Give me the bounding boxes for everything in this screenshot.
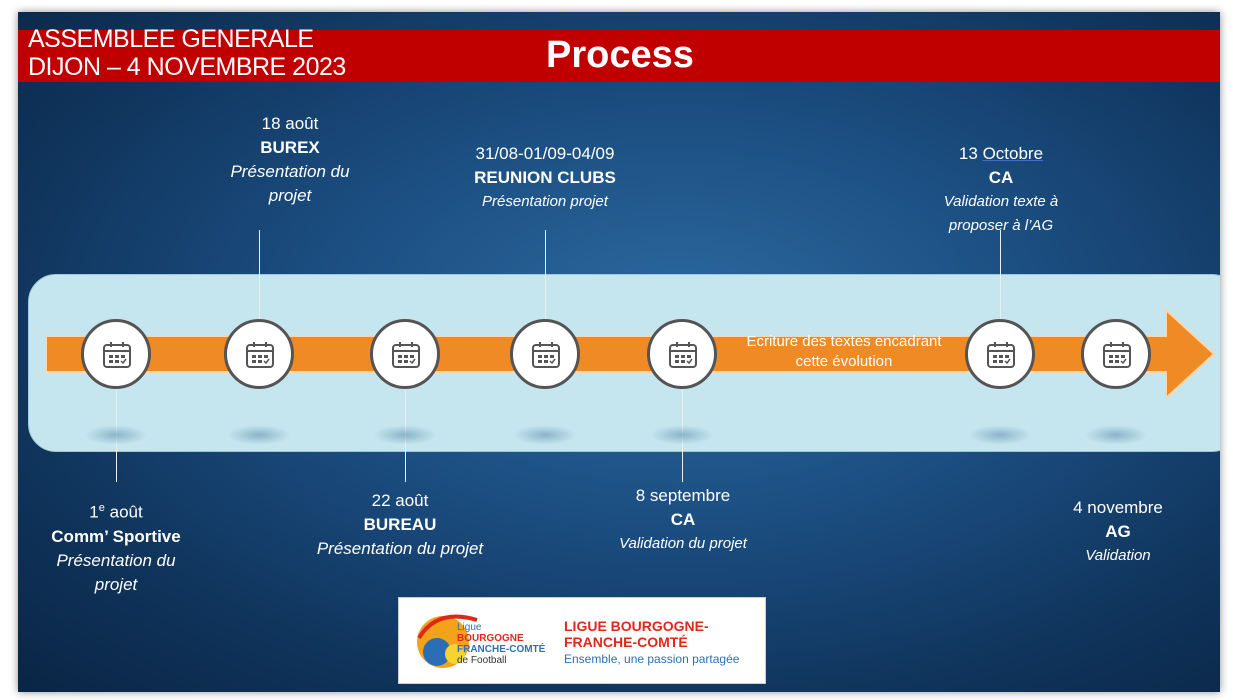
milestone-date: 18 août — [261, 114, 319, 133]
league-badge-graphic — [417, 614, 478, 668]
title-bar — [18, 30, 1220, 82]
milestone-node — [510, 319, 580, 389]
event-title-line1: ASSEMBLEE GENERALE — [28, 25, 314, 53]
milestone-body: BUREAU — [363, 515, 437, 534]
connector-line — [259, 230, 260, 320]
arrow-text: Ecriture des textes encadrant cette évol… — [746, 333, 942, 370]
milestone-date-month: Octobre — [982, 144, 1044, 163]
badge-bourgogne: BOURGOGNE — [457, 633, 524, 644]
node-shadow — [227, 425, 291, 445]
milestone-date-day: 1 — [89, 502, 99, 522]
logo-name-line1: LIGUE BOURGOGNE- — [564, 618, 709, 634]
logo-tagline: Ensemble, une passion partagée — [564, 652, 740, 666]
milestone-node — [965, 319, 1035, 389]
node-shadow — [513, 425, 577, 445]
milestone-node — [1081, 319, 1151, 389]
node-shadow — [1084, 425, 1148, 445]
milestone-desc: Validation texte à proposer à l’AG — [943, 193, 1059, 234]
milestone-date-day: 13 — [958, 144, 978, 163]
milestone-body: CA — [670, 510, 696, 529]
milestone-label-1: 1e août Comm’ Sportive Présentation du p… — [36, 496, 196, 597]
milestone-date: 4 novembre — [1073, 498, 1163, 517]
badge-ligue: Ligue — [457, 622, 482, 633]
league-logo: Ligue BOURGOGNE FRANCHE-COMTÉ de Footbal… — [398, 597, 766, 684]
milestone-desc: Présentation du projet — [316, 539, 484, 558]
milestone-desc: Présentation projet — [482, 193, 608, 210]
calendar-icon — [392, 342, 420, 368]
node-shadow — [373, 425, 437, 445]
milestone-body: CA — [988, 168, 1014, 187]
milestone-date-sup: e — [98, 502, 105, 514]
milestone-date: 13 Octobre — [916, 142, 1086, 166]
logo-name-line2: FRANCHE-COMTÉ — [564, 634, 688, 650]
calendar-icon — [669, 342, 697, 368]
milestone-node — [224, 319, 294, 389]
node-shadow — [968, 425, 1032, 445]
milestone-body: BUREX — [260, 138, 320, 157]
event-title-line2: DIJON – 4 NOVEMBRE 2023 — [28, 53, 346, 81]
milestone-body: REUNION CLUBS — [474, 168, 616, 187]
calendar-icon — [103, 342, 131, 368]
milestone-node — [647, 319, 717, 389]
node-shadow — [84, 425, 148, 445]
event-title: ASSEMBLEE GENERALE DIJON – 4 NOVEMBRE 20… — [28, 25, 346, 81]
calendar-icon — [246, 342, 274, 368]
milestone-date: 31/08-01/09-04/09 — [475, 144, 615, 163]
milestone-desc: Présentation du projet — [230, 162, 350, 205]
slide: ASSEMBLEE GENERALE DIJON – 4 NOVEMBRE 20… — [18, 12, 1220, 692]
milestone-body: Comm’ Sportive — [51, 526, 181, 546]
badge-franche-comte: FRANCHE-COMTÉ — [457, 644, 546, 655]
milestone-label-2: 18 août BUREX Présentation du projet — [210, 112, 370, 208]
milestone-date-month: août — [104, 502, 143, 522]
milestone-desc: Validation — [1085, 547, 1151, 564]
badge-football: de Football — [457, 655, 507, 666]
milestone-desc: Présentation du projet — [56, 550, 176, 594]
logo-name: LIGUE BOURGOGNE- FRANCHE-COMTÉ — [564, 618, 709, 650]
calendar-icon — [532, 342, 560, 368]
timeline-arrow — [45, 307, 1216, 401]
slide-title: Process — [546, 34, 694, 76]
milestone-date: 8 septembre — [635, 486, 731, 505]
milestone-node — [81, 319, 151, 389]
milestone-node — [370, 319, 440, 389]
connector-line — [545, 230, 546, 320]
milestone-date: 1e août — [36, 496, 196, 525]
milestone-label-6: 13 Octobre CA Validation texte à propose… — [916, 142, 1086, 238]
milestone-date: 22 août — [371, 491, 429, 510]
node-shadow — [650, 425, 714, 445]
calendar-icon — [1103, 342, 1131, 368]
connector-line — [1000, 230, 1001, 320]
milestone-desc: Validation du projet — [619, 535, 747, 552]
milestone-body: AG — [1105, 522, 1131, 541]
milestone-label-3: 22 août BUREAU Présentation du projet — [300, 489, 500, 561]
milestone-label-4: 31/08-01/09-04/09 REUNION CLUBS Présenta… — [435, 142, 655, 214]
calendar-icon — [987, 342, 1015, 368]
milestone-label-7: 4 novembre AG Validation — [1048, 496, 1188, 568]
milestone-label-5: 8 septembre CA Validation du projet — [578, 484, 788, 556]
